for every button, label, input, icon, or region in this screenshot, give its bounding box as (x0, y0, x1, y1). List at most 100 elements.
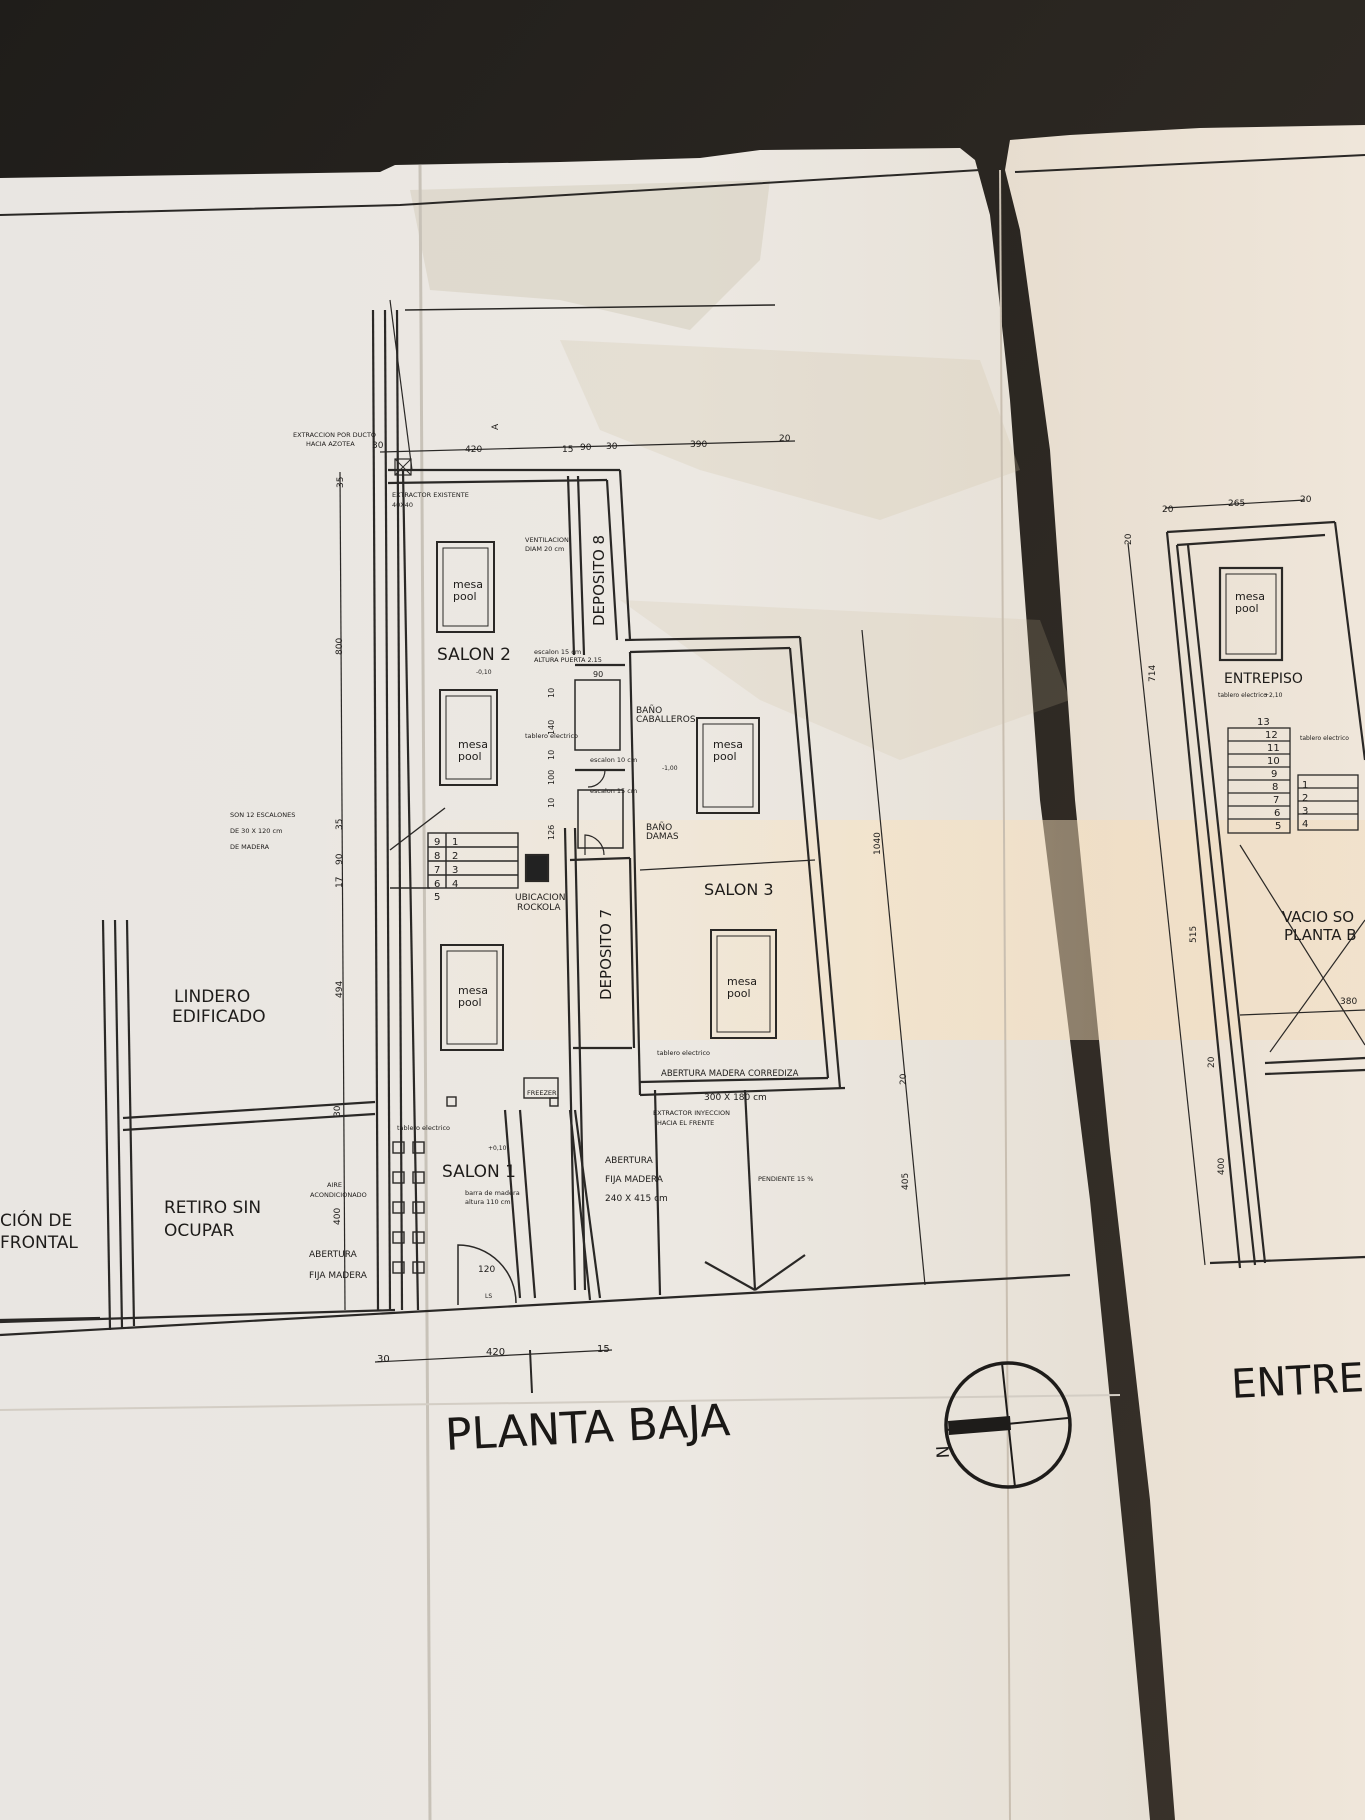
note: VENTILACION (525, 536, 569, 544)
note: EXTRACCION POR DUCTO (293, 431, 376, 439)
plan-notes: EXTRACCION POR DUCTO HACIA AZOTEA EXTRAC… (230, 431, 813, 1206)
pool-label: pool (453, 590, 477, 603)
retiro-label-2: OCUPAR (164, 1221, 234, 1241)
dimension-text: 20 (1124, 533, 1134, 545)
note-abertura-corrediza: ABERTURA MADERA CORREDIZA (661, 1069, 799, 1079)
note: tablero electrico (1300, 735, 1349, 742)
water-stain (620, 600, 1070, 760)
dimension-text: 20 (1300, 495, 1312, 505)
dimension-text: 515 (1189, 926, 1199, 943)
dimension-text: 20 (899, 1073, 909, 1085)
note-abertura-fija-1: ABERTURA (309, 1250, 358, 1260)
dimension-text: 405 (901, 1173, 911, 1190)
vacio-label-2: PLANTA B (1284, 926, 1357, 944)
stair-number: 9 (1271, 769, 1277, 780)
room-salon-2: SALON 2 (437, 645, 511, 665)
paper-fold (0, 1394, 1121, 1411)
rockola-block (524, 853, 550, 883)
dimension-text: 714 (1148, 665, 1158, 682)
room-deposito-7: DEPOSITO 7 (597, 909, 615, 1000)
room-entrepiso: ENTREPISO (1224, 671, 1303, 687)
note: DE MADERA (230, 843, 270, 851)
note: SON 12 ESCALONES (230, 811, 295, 819)
dimension-text: 400 (1217, 1158, 1227, 1175)
stair-number: 12 (1265, 730, 1278, 741)
stair-icon (389, 807, 519, 889)
vacio-label-1: VACIO SO (1282, 908, 1354, 926)
retiro-label-1: RETIRO SIN (164, 1198, 261, 1218)
dimension-text: 35 (336, 477, 346, 488)
dimension-text: 380 (1340, 997, 1357, 1007)
room-bano-caballeros-2: CABALLEROS (636, 715, 696, 725)
room-bano-damas-1: BAÑO (646, 822, 672, 833)
dimension-text: 30 (606, 442, 618, 452)
room-salon-3: SALON 3 (704, 880, 774, 899)
dimension-text: LS (485, 1293, 492, 1300)
door-swing-icon (584, 834, 605, 856)
note-rockola-1: UBICACION (515, 893, 565, 903)
note: tablero electrico (525, 732, 578, 740)
stair-number: 5 (434, 892, 440, 903)
stair-icon (1227, 727, 1359, 834)
pool-label: pool (458, 996, 482, 1009)
section-mark: A (491, 423, 501, 430)
stair-numbers: 9 8 7 6 5 1 2 3 4 (434, 837, 458, 903)
paper-fold (418, 164, 432, 1820)
north-label: N (931, 1445, 952, 1459)
dimension-text: 10 (547, 798, 556, 808)
dimension-text: 90 (580, 443, 592, 453)
paper-fold (999, 169, 1011, 1820)
door-swing-icon (457, 1244, 517, 1305)
pool-label: mesa (453, 578, 483, 591)
dimension-text: 390 (690, 440, 707, 450)
dimension-text: 400 (333, 1208, 343, 1225)
water-stain (560, 340, 1020, 520)
note: escalon 10 cm (590, 756, 637, 764)
level-mark: -0,10 (476, 669, 492, 676)
dimension-text: 420 (465, 445, 482, 455)
frontal-label-2: FRONTAL (0, 1233, 78, 1253)
lindero-label-1: LINDERO (174, 987, 250, 1007)
north-arrow-icon (944, 1361, 1072, 1489)
pool-label: mesa (727, 975, 757, 988)
stair-number: 13 (1257, 717, 1270, 728)
stair-number: 11 (1267, 743, 1280, 754)
dimension-text: 30 (377, 1354, 390, 1365)
note: escalon 15 cm (590, 787, 637, 795)
dimension-text: 100 (547, 770, 556, 785)
frontal-label-1: CIÓN DE (0, 1209, 72, 1231)
dimensions-top: 420 15 90 30 390 20 30 (372, 434, 791, 455)
dimension-text: 10 (547, 750, 556, 760)
sheet-title-right: ENTRE (1230, 1355, 1365, 1408)
dimensions-inner: 10 140 10 100 10 126 90 120 LS (478, 670, 603, 1300)
note: EXTRACTOR EXISTENTE (392, 491, 469, 499)
room-bano-damas-2: DAMAS (646, 832, 679, 842)
entrepiso-dimensions: 20 265 20 20 714 515 20 400 380 (1124, 495, 1357, 1175)
note: tablero electrico (657, 1049, 710, 1057)
note-abertura-centro-1: ABERTURA (605, 1156, 654, 1166)
dimension-text: 494 (335, 981, 345, 998)
note-corrediza-medida: 300 X 180 cm (704, 1093, 767, 1103)
note-abertura-centro-2: FIJA MADERA (605, 1175, 664, 1185)
note: ACONDICIONADO (310, 1191, 367, 1199)
note: 40X40 (392, 501, 413, 509)
entrepiso-drawing (1127, 499, 1365, 1269)
pool-label: pool (1235, 602, 1259, 615)
pool-label: pool (458, 750, 482, 763)
note: DIAM 20 cm (525, 545, 564, 553)
entrepiso-stair-numbers: 13 12 11 10 9 8 7 6 5 1 2 3 4 (1257, 717, 1308, 832)
note-abertura-fija-2: FIJA MADERA (309, 1271, 368, 1281)
dimension-text: 20 (1207, 1056, 1217, 1068)
dimensions-bottom: 30 420 15 (377, 1344, 610, 1365)
pool-table-icon (1218, 566, 1284, 662)
stair-number: 6 (1274, 808, 1280, 819)
note-abertura-centro-3: 240 X 415 cm (605, 1194, 668, 1204)
note: DE 30 X 120 cm (230, 827, 282, 835)
note-rockola-2: ROCKOLA (517, 903, 561, 913)
dimension-text: 30 (333, 1105, 343, 1117)
dimension-text: 140 (547, 720, 556, 735)
room-bano-caballeros-1: BAÑO (636, 705, 662, 716)
dimension-text: 35 (335, 819, 345, 830)
